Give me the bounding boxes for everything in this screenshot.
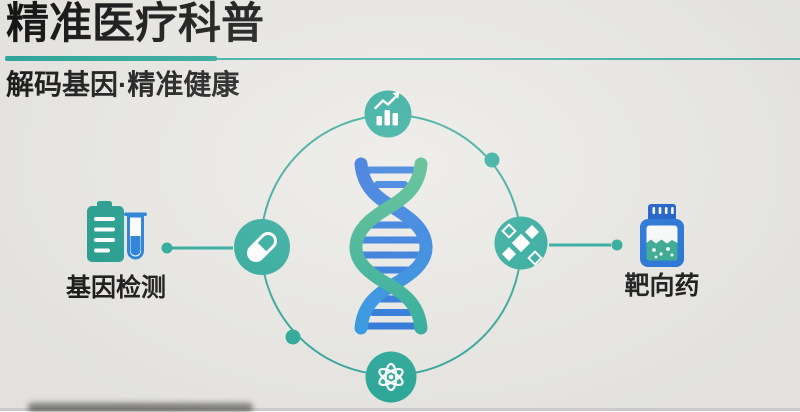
dna-strand-blue: [354, 157, 433, 335]
capsule-pill-icon: [246, 231, 278, 263]
gene-testing-label: 基因检测: [65, 274, 166, 302]
report-lines: [94, 217, 115, 253]
bottle-liquid-bubbles: [652, 247, 674, 259]
atom-icon: [378, 362, 404, 392]
left-connector: [161, 242, 233, 254]
test-report-and-tube-icon: [87, 201, 147, 262]
molecule-sparkles-icon: [501, 223, 543, 266]
targeted-drug-label: 靶向药: [624, 272, 700, 300]
bottom-blur-artifact: [28, 403, 253, 412]
orbit-circle-bottom: [365, 351, 417, 403]
page-subtitle: 解码基因·精准健康: [6, 69, 240, 100]
left-connector-dot: [161, 242, 173, 254]
dna-strand-teal: [349, 157, 428, 335]
report-tab: [97, 201, 112, 211]
bottle-liquid: [646, 239, 678, 261]
bottom-frame-edge: [0, 408, 800, 411]
dna-helix-icon: [349, 157, 433, 335]
title-underline-thick: [5, 56, 217, 61]
right-connector-dot: [611, 239, 623, 251]
report-board: [87, 206, 124, 262]
right-connector: [549, 239, 623, 251]
bottle-cap-ticks: [652, 207, 674, 214]
orbit-circle-top: [364, 90, 412, 138]
orbit-circle-right: [494, 216, 548, 270]
page-title: 精准医疗科普: [6, 0, 264, 48]
orbit-dot-ne: [484, 152, 500, 168]
orbit-dot-sw: [285, 329, 301, 345]
orbit-circle-left: [234, 219, 290, 275]
title-underline-thin: [214, 58, 800, 60]
bar-chart-growth-icon: [374, 91, 400, 126]
test-tube-icon: [124, 212, 147, 260]
medicine-bottle-icon: [640, 204, 684, 267]
